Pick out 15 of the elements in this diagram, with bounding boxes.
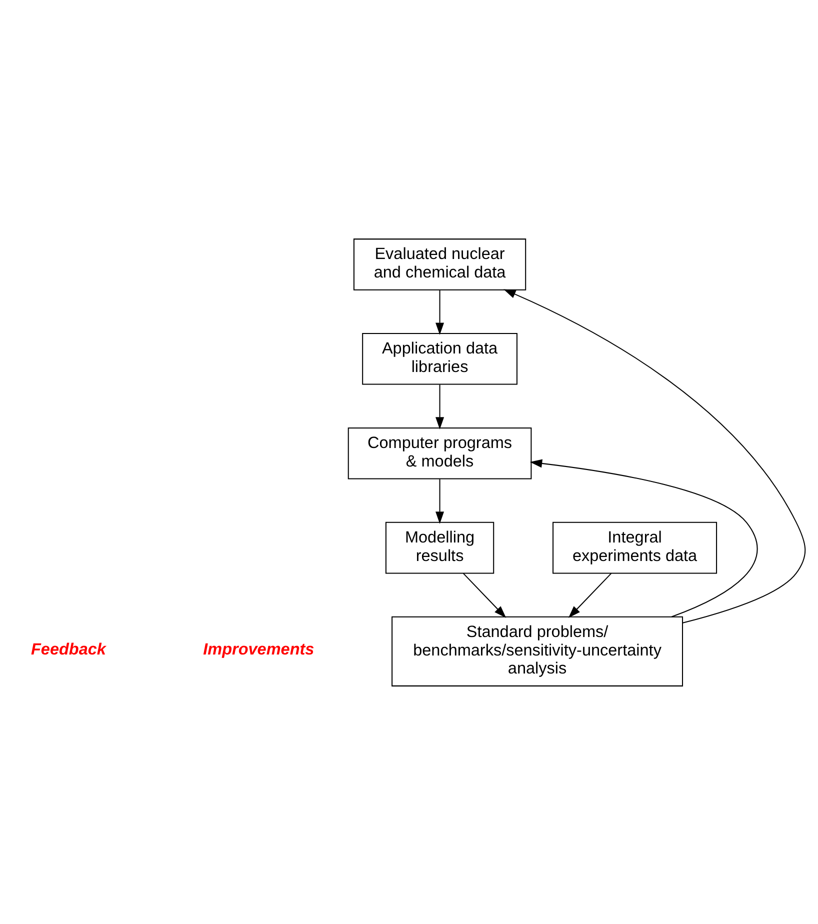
node-box: Standard problems/ benchmarks/sensitivity-uncertainty analysis <box>392 616 684 686</box>
arrow <box>436 478 444 524</box>
node-box: Evaluated nuclear and chemical data <box>353 238 526 290</box>
arrow <box>463 572 506 618</box>
node-box: Modelling results <box>385 521 494 574</box>
arrow <box>436 384 444 429</box>
label: Improvements <box>203 640 314 658</box>
arrow <box>568 572 612 618</box>
node-box: Application data libraries <box>362 332 518 384</box>
label: Feedback <box>30 640 106 658</box>
arrow <box>504 288 806 623</box>
node-box: Computer programs & models <box>348 426 532 479</box>
arrow <box>530 458 758 617</box>
node-box: Integral experiments data <box>552 521 718 574</box>
arrow <box>436 290 444 334</box>
